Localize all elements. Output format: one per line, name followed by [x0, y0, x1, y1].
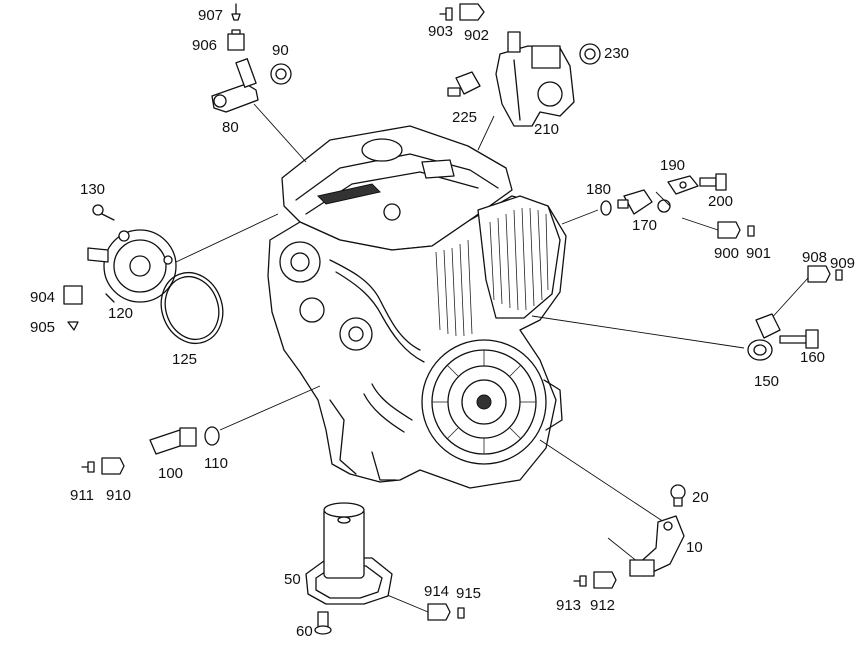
label-80: 80: [222, 119, 239, 136]
part-90-nut: [270, 63, 292, 85]
label-910: 910: [106, 487, 131, 504]
part-908-connector: [807, 265, 831, 283]
label-902: 902: [464, 27, 489, 44]
label-912: 912: [590, 597, 615, 614]
part-150-knock-sensor: [747, 313, 781, 361]
label-913: 913: [556, 597, 581, 614]
leader-lines: [175, 103, 809, 613]
part-900-connector: [717, 221, 741, 239]
label-904: 904: [30, 289, 55, 306]
part-10-crank-sensor: [629, 515, 685, 577]
part-225-bolt: [447, 71, 481, 97]
part-912-connector: [593, 571, 617, 589]
label-909: 909: [830, 255, 855, 272]
part-160-bolt: [779, 329, 819, 349]
part-905-clip: [67, 321, 79, 331]
part-901-clip: [747, 225, 755, 237]
label-908: 908: [802, 249, 827, 266]
label-100: 100: [158, 465, 183, 482]
label-905: 905: [30, 319, 55, 336]
label-160: 160: [800, 349, 825, 366]
part-50-oil-filter-housing: [305, 502, 393, 605]
label-130: 130: [80, 181, 105, 198]
part-180-seal: [600, 200, 612, 216]
part-909-clip: [835, 269, 843, 281]
part-190-gasket: [667, 175, 699, 195]
label-900: 900: [714, 245, 739, 262]
label-230: 230: [604, 45, 629, 62]
label-225: 225: [452, 109, 477, 126]
label-180: 180: [586, 181, 611, 198]
part-210-valve: [495, 31, 575, 127]
label-911: 911: [70, 487, 94, 504]
label-125: 125: [172, 351, 197, 368]
label-90: 90: [272, 42, 289, 59]
label-903: 903: [428, 23, 453, 40]
part-903-clip: [439, 7, 453, 21]
label-210: 210: [534, 121, 559, 138]
label-907: 907: [198, 7, 223, 24]
part-labels: 907 906 90 80 903 902 230 225 210 130 90…: [30, 7, 855, 640]
part-906-connector: [227, 29, 245, 51]
label-914: 914: [424, 583, 449, 600]
label-190: 190: [660, 157, 685, 174]
part-110-seal: [204, 426, 220, 446]
label-906: 906: [192, 37, 217, 54]
part-60-bolt: [314, 611, 332, 635]
label-10: 10: [686, 539, 703, 556]
part-911-clip: [81, 461, 95, 473]
part-902-connector: [459, 3, 485, 21]
part-910-connector: [101, 457, 125, 475]
part-80-sensor: [211, 58, 259, 113]
label-60: 60: [296, 623, 313, 640]
part-904-connector: [63, 285, 83, 305]
part-915-clip: [457, 607, 465, 619]
label-120: 120: [108, 305, 133, 322]
label-200: 200: [708, 193, 733, 210]
label-915: 915: [456, 585, 481, 602]
part-170-sensor: [617, 189, 671, 215]
label-20: 20: [692, 489, 709, 506]
part-130-bolt: [92, 204, 115, 221]
part-100-sensor: [149, 427, 197, 455]
label-170: 170: [632, 217, 657, 234]
part-914-connector: [427, 603, 451, 621]
part-20-bolt: [670, 484, 686, 507]
engine-assembly: [267, 125, 567, 489]
part-200-bolt: [699, 173, 727, 191]
label-901: 901: [746, 245, 771, 262]
label-150: 150: [754, 373, 779, 390]
part-913-clip: [573, 575, 587, 587]
label-110: 110: [204, 455, 228, 472]
part-120-vacuum-pump: [87, 229, 177, 303]
part-125-seal-ring: [160, 271, 224, 345]
part-230-nut: [579, 43, 601, 65]
label-50: 50: [284, 571, 301, 588]
part-907-clip: [231, 3, 241, 21]
